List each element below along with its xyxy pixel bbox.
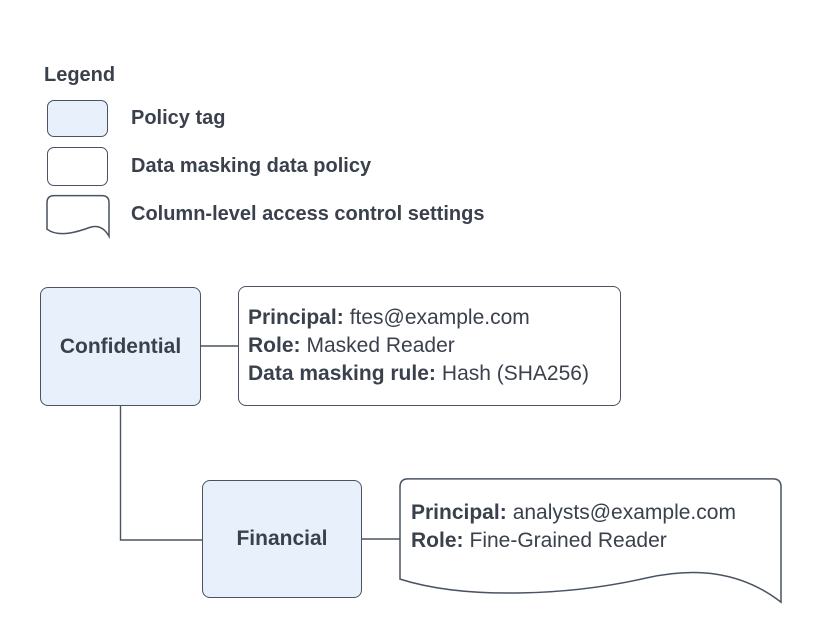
masking-policy-rule-line: Data masking rule:Hash (SHA256) (248, 360, 620, 388)
principal-value: ftes@example.com (349, 306, 530, 329)
masking-policy-role-line: Role:Masked Reader (248, 332, 620, 360)
policy-tag-swatch-icon (47, 100, 108, 137)
legend-item-column-access-settings: Column-level access control settings (46, 194, 485, 240)
policy-tag-node-financial: Financial (202, 480, 362, 598)
legend-label-column-access-settings: Column-level access control settings (131, 202, 485, 225)
legend-item-data-masking-policy: Data masking data policy (47, 147, 371, 186)
role-value: Fine-Grained Reader (469, 529, 667, 552)
data-masking-rule-key: Data masking rule: (248, 362, 436, 385)
access-settings-role-line: Role:Fine-Grained Reader (411, 527, 736, 555)
principal-value: analysts@example.com (512, 501, 736, 524)
policy-tag-node-confidential: Confidential (40, 287, 201, 406)
role-key: Role: (411, 529, 464, 552)
legend-label-data-masking-policy: Data masking data policy (131, 155, 372, 177)
confidential-label: Confidential (59, 334, 182, 358)
document-shape-swatch-icon (46, 194, 110, 240)
legend-item-policy-tag: Policy tag (47, 100, 225, 137)
legend-label-policy-tag: Policy tag (131, 107, 226, 129)
access-settings-principal-line: Principal:analysts@example.com (411, 499, 736, 527)
masking-policy-principal-line: Principal:ftes@example.com (248, 304, 620, 332)
data-masking-policy-swatch-icon (47, 147, 108, 186)
document-shape-swatch-svg (46, 194, 110, 240)
principal-key: Principal: (411, 501, 507, 524)
legend-title: Legend (44, 64, 116, 86)
data-masking-rule-value: Hash (SHA256) (441, 362, 589, 385)
financial-label: Financial (236, 527, 328, 550)
access-settings-document-shape (399, 478, 782, 604)
access-settings-card: Principal:analysts@example.com Role:Fine… (411, 499, 736, 555)
role-key: Role: (248, 334, 301, 357)
data-masking-policy-card: Principal:ftes@example.com Role:Masked R… (238, 286, 621, 406)
principal-key: Principal: (248, 306, 344, 329)
connector-confidential-to-financial (119, 406, 202, 541)
role-value: Masked Reader (306, 334, 455, 357)
